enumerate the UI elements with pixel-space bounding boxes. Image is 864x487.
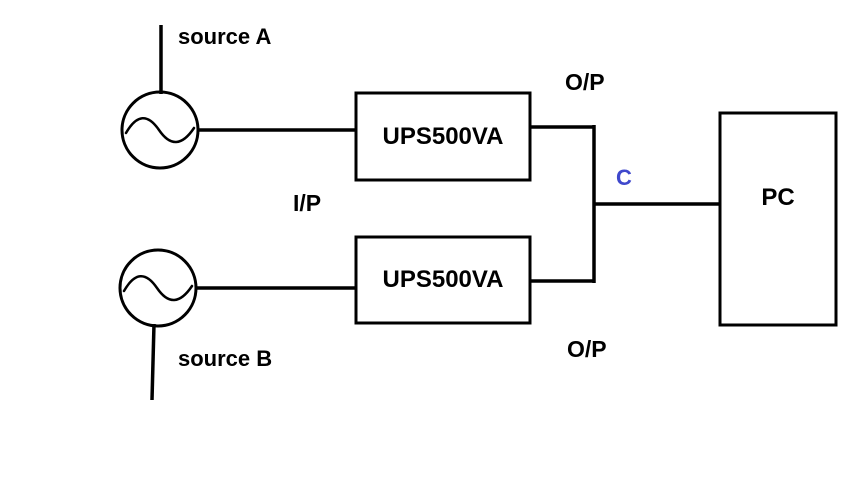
- output-bottom-label: O/P: [567, 336, 607, 362]
- input-label: I/P: [293, 190, 322, 216]
- source-b-sine-icon: [122, 275, 194, 302]
- ups-top-box: [354, 91, 532, 182]
- source-a-label: source A: [178, 24, 272, 49]
- source-a-sine-icon: [124, 117, 196, 144]
- source-b-label: source B: [178, 346, 273, 371]
- source-b-lead: [150, 323, 156, 401]
- ups-bottom-label: UPS500VA: [382, 266, 504, 293]
- pc-label: PC: [761, 184, 795, 211]
- ups-top-label: UPS500VA: [382, 122, 504, 150]
- pc-box: [718, 111, 838, 327]
- output-top-label: O/P: [565, 69, 605, 95]
- junction-label: C: [616, 165, 632, 190]
